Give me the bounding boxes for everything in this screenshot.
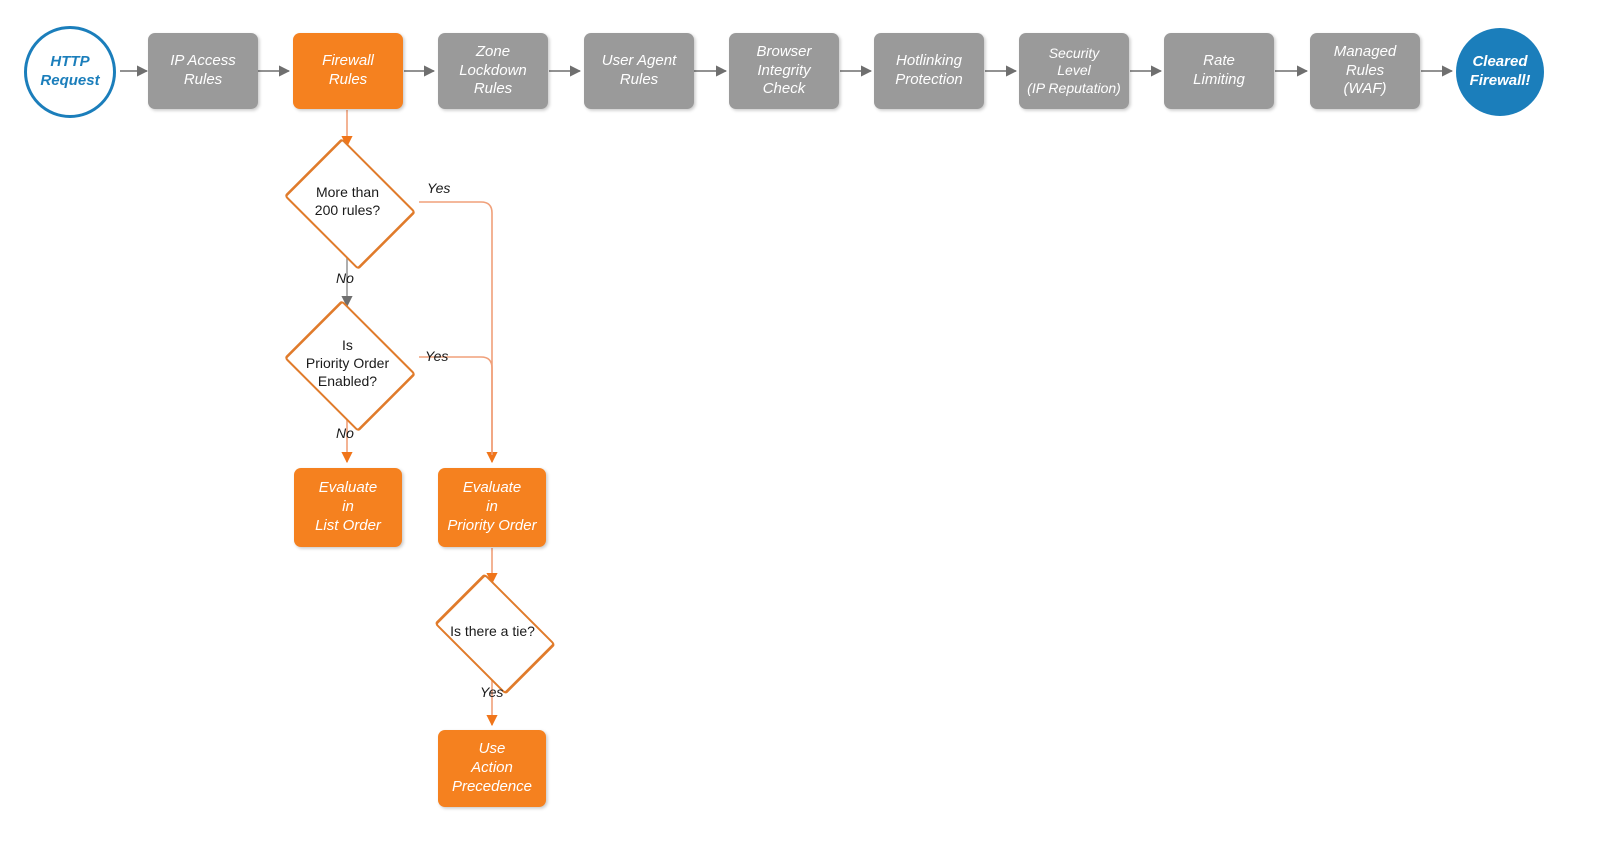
edge-decision1-yes-to-priority-order <box>419 201 498 464</box>
node-cleared-firewall[interactable]: Cleared Firewall! <box>1456 28 1544 116</box>
node-label: Cleared Firewall! <box>1469 53 1531 89</box>
edge-label-text: Yes <box>427 180 451 196</box>
node-label: Hotlinking Protection <box>895 52 963 88</box>
edge-decision2-yes-to-priority-order <box>419 356 493 455</box>
node-managed-rules-waf[interactable]: Managed Rules (WAF) <box>1310 33 1420 109</box>
node-evaluate-in-priority-order[interactable]: Evaluate in Priority Order <box>438 468 546 547</box>
node-label: Evaluate in Priority Order <box>447 479 537 534</box>
node-label: IP Access Rules <box>170 52 236 88</box>
edge-label-no-more-than-200: No <box>336 270 354 286</box>
node-label: HTTP Request <box>40 53 100 89</box>
node-firewall-rules[interactable]: Firewall Rules <box>293 33 403 109</box>
node-browser-integrity-check[interactable]: Browser Integrity Check <box>729 33 839 109</box>
node-use-action-precedence[interactable]: Use Action Precedence <box>438 730 546 807</box>
decision-is-priority-order-enabled[interactable]: Is Priority Order Enabled? <box>277 299 418 433</box>
edge-label-yes-priority-order: Yes <box>425 348 448 364</box>
node-label: Rate Limiting <box>1193 52 1245 88</box>
edge-label-yes-more-than-200: Yes <box>427 180 450 196</box>
node-label: Zone Lockdown Rules <box>459 42 527 98</box>
decision-more-than-200-rules[interactable]: More than 200 rules? <box>277 137 418 271</box>
edge-label-text: Yes <box>480 684 504 700</box>
node-zone-lockdown-rules[interactable]: Zone Lockdown Rules <box>438 33 548 109</box>
edge-label-text: No <box>336 425 354 441</box>
edge-label-text: Yes <box>425 348 449 364</box>
node-security-level[interactable]: Security Level (IP Reputation) <box>1019 33 1129 109</box>
node-label: Firewall Rules <box>322 52 374 88</box>
node-label: Evaluate in List Order <box>315 479 381 534</box>
node-evaluate-in-list-order[interactable]: Evaluate in List Order <box>294 468 402 547</box>
node-hotlinking-protection[interactable]: Hotlinking Protection <box>874 33 984 109</box>
edge-label-text: No <box>336 270 354 286</box>
node-label: User Agent Rules <box>601 52 677 88</box>
decision-label: Is there a tie? <box>450 622 535 639</box>
node-label: Browser Integrity Check <box>756 42 812 98</box>
decision-is-there-a-tie[interactable]: Is there a tie? <box>425 572 560 695</box>
node-label: Use Action Precedence <box>451 740 533 795</box>
node-ip-access-rules[interactable]: IP Access Rules <box>148 33 258 109</box>
edge-label-yes-there-is-a-tie: Yes <box>480 684 503 700</box>
node-label: Security Level (IP Reputation) <box>1027 44 1121 96</box>
decision-label: Is Priority Order Enabled? <box>305 337 390 389</box>
node-label: Managed Rules (WAF) <box>1333 42 1397 98</box>
node-http-request[interactable]: HTTP Request <box>24 26 116 118</box>
decision-label: More than 200 rules? <box>314 184 381 218</box>
node-rate-limiting[interactable]: Rate Limiting <box>1164 33 1274 109</box>
edge-label-no-priority-order: No <box>336 425 354 441</box>
node-user-agent-rules[interactable]: User Agent Rules <box>584 33 694 109</box>
